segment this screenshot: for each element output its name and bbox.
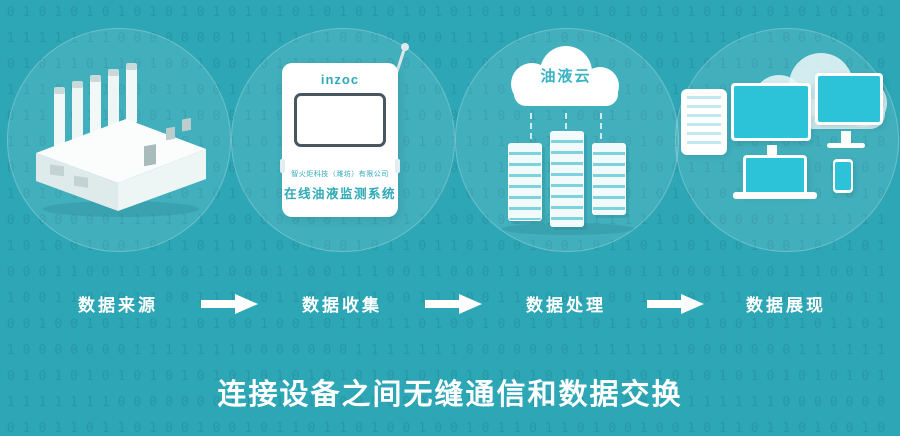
- binary-pattern-row: 0101010101010101010101010101010101010101…: [6, 5, 894, 20]
- cloud-label: 油液云: [540, 68, 592, 85]
- device-screen: [294, 93, 386, 147]
- phone: [833, 159, 853, 193]
- flow-arrow: [201, 294, 258, 314]
- binary-pattern-row: 0001100111001100011001110011000110011100…: [6, 265, 894, 280]
- binary-pattern-row: 1000000011111110000000111111100000001111…: [6, 343, 894, 358]
- monitoring-device: inzoc 智火炬科技（潍坊）有限公司 在线油液监测系统: [280, 63, 400, 217]
- server-floor-shadow: [502, 223, 634, 235]
- cloud-connector-line: [600, 113, 602, 139]
- phone-screen: [835, 162, 851, 190]
- monitor-screen: [734, 86, 808, 138]
- binary-pattern-row: 0000000111111100000001111111000000011111…: [6, 213, 894, 228]
- cloud-icon: [511, 46, 619, 106]
- factory-illustration: [26, 61, 212, 219]
- device-product-name: 在线油液监测系统: [283, 187, 396, 201]
- cloud-connector-line: [565, 113, 567, 139]
- server-tower: [508, 143, 542, 221]
- server-tower: [550, 131, 584, 227]
- monitor-stand: [767, 145, 777, 157]
- monitor-stand: [841, 131, 851, 143]
- device-illustration: inzoc 智火炬科技（潍坊）有限公司 在线油液监测系统: [268, 43, 418, 225]
- server-tower: [592, 143, 626, 215]
- monitor-screen: [818, 76, 880, 122]
- step-circle-data-processing: 油液云: [455, 28, 679, 252]
- step-label-data-collection: 数据收集: [302, 296, 382, 315]
- step-circle-data-source: [7, 28, 231, 252]
- device-antenna-tip: [401, 43, 409, 51]
- binary-pattern-row: 1111111000000011111110000000111111100000…: [6, 31, 894, 46]
- binary-pattern-row: 0101101101001001011011010010010110110100…: [6, 57, 894, 72]
- monitor-right: [815, 73, 883, 125]
- step-label-data-display: 数据展现: [746, 296, 826, 315]
- factory-icon: [36, 63, 206, 217]
- binary-pattern-row: 1111111000000011111110000000111111100000…: [6, 395, 894, 410]
- footer-title: 连接设备之间无缝通信和数据交换: [217, 379, 683, 411]
- monitor-stand-base: [827, 143, 865, 148]
- step-circle-data-display: [675, 28, 899, 252]
- flow-arrow: [425, 294, 482, 314]
- code-lines: [687, 96, 721, 148]
- flow-arrow: [647, 294, 704, 314]
- laptop-screen: [743, 155, 807, 195]
- cloud-servers-illustration: 油液云: [464, 39, 670, 241]
- binary-pattern-row: 0101010101010101010101010101010101010101…: [6, 369, 894, 384]
- device-port-right: [395, 159, 400, 173]
- step-label-data-source: 数据来源: [78, 296, 158, 315]
- laptop-base: [733, 192, 817, 199]
- device-company-name: 智火炬科技（潍坊）有限公司: [291, 171, 389, 178]
- step-circle-data-collection: inzoc 智火炬科技（潍坊）有限公司 在线油液监测系统: [231, 28, 455, 252]
- step-label-data-processing: 数据处理: [526, 296, 606, 315]
- binary-pattern-row: 0010010110110100100101101101001001011011…: [6, 317, 894, 332]
- monitor-left: [731, 83, 811, 141]
- binary-pattern-row: 0101101101001001011011010010010110110100…: [6, 421, 894, 436]
- code-panel: [681, 89, 727, 155]
- monitors-illustration: [681, 53, 893, 221]
- cloud-connector-line: [530, 113, 532, 139]
- device-port-left: [280, 159, 285, 173]
- device-brand-logo: inzoc: [320, 72, 360, 87]
- binary-pattern-row: 1010010010110110100100101101101001001011…: [6, 239, 894, 254]
